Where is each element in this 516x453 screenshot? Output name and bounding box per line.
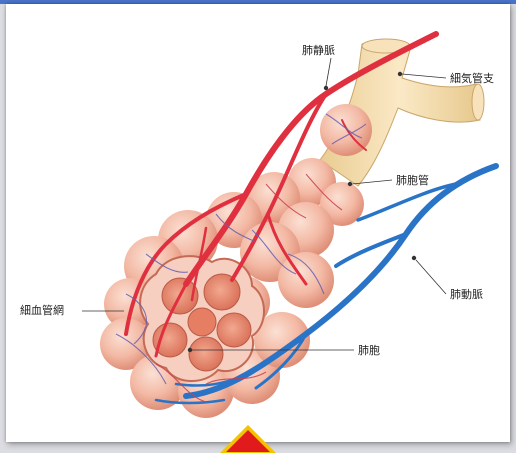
label-pulmonary-artery: 肺動脈 <box>450 288 483 301</box>
label-capillary-network: 細血管網 <box>20 304 64 317</box>
label-alveolus: 肺胞 <box>358 344 380 357</box>
label-bronchiole: 細気管支 <box>450 72 494 85</box>
alveolus-cross-section <box>140 256 264 381</box>
warning-triangle-inner <box>226 430 270 452</box>
alveoli-illustration <box>6 4 510 442</box>
label-alveolar-duct: 肺胞管 <box>396 174 429 187</box>
anatomy-figure: 肺静脈 細気管支 肺胞管 肺動脈 細血管網 肺胞 <box>6 4 510 442</box>
label-pulmonary-vein: 肺静脈 <box>302 44 335 57</box>
